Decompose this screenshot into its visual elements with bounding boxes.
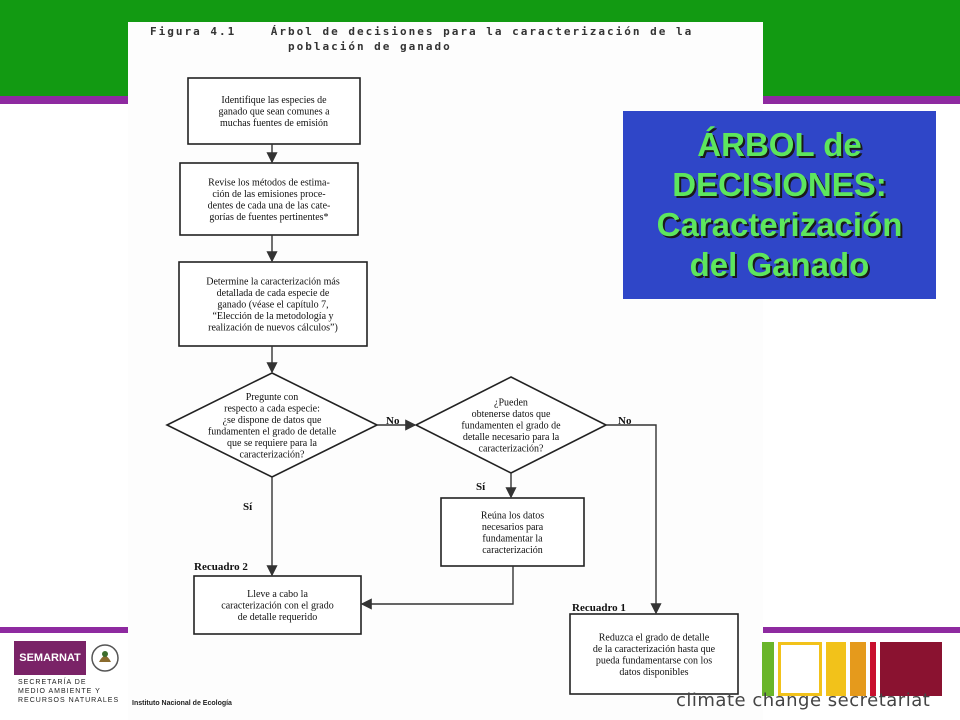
process-box-1-text-line: Identifique las especies de [221, 95, 327, 106]
ccs-logo-blocks [762, 642, 942, 698]
ccs-block-green [762, 642, 774, 696]
process-box-2-text-line: Revise los métodos de estima- [208, 177, 330, 188]
process-box-4-text-line: fundamentar la [482, 533, 543, 544]
decision-diamond-1-text-line: respecto a cada especie: [224, 403, 320, 414]
label-si-1: Sí [243, 501, 253, 513]
ccs-wordmark: climate change secretariat [676, 690, 931, 711]
process-box-6-text-line: datos disponibles [619, 667, 688, 678]
flow-arrow-8 [606, 424, 662, 615]
process-box-2-text-line: gorías de fuentes pertinentes* [209, 212, 328, 223]
label-no-1: No [386, 415, 400, 427]
process-box-2 [179, 162, 359, 236]
ccs-block-yellow-outline [778, 642, 822, 696]
slide-title: ÁRBOL de DECISIONES: Caracterización del… [657, 125, 903, 285]
decision-diamond-2-text-line: caracterización? [479, 444, 545, 455]
figure-caption: Figura 4.1 Árbol de decisiones para la c… [150, 25, 694, 53]
process-box-6-text-line: Reduzca el grado de detalle [599, 632, 710, 643]
decision-diamond-1-text-line: que se requiere para la [227, 438, 318, 449]
process-box-5-text-line: de detalle requerido [238, 612, 317, 623]
flow-arrow-7 [360, 566, 514, 610]
label-recuadro-1: Recuadro 1 [572, 602, 626, 614]
decision-diamond-2-text-line: obtenerse datos que [472, 409, 551, 420]
label-si-2: Sí [476, 481, 486, 493]
decision-diamond-1-text-line: caracterización? [240, 449, 306, 460]
decision-diamond-2-text-line: detalle necesario para la [463, 432, 560, 443]
process-box-6 [569, 613, 739, 695]
process-box-1-text-line: ganado que sean comunes a [218, 107, 330, 118]
process-box-1-text-line: muchas fuentes de emisión [220, 118, 328, 129]
process-box-2-text-line: ción de las emisiones proce- [212, 189, 325, 200]
left-margin [0, 104, 130, 627]
decision-diamond-2-text-line: ¿Pueden [494, 398, 528, 409]
decision-diamond-1-text-line: fundamenten el grado de detalle [208, 426, 337, 437]
process-box-3-text-line: realización de nuevos cálculos”) [208, 323, 338, 334]
process-box-2-text-line: dentes de cada una de las cate- [208, 200, 331, 211]
process-box-4 [440, 497, 585, 567]
label-recuadro-2: Recuadro 2 [194, 561, 248, 573]
flowchart-shapes [165, 77, 739, 695]
process-box-3-text-line: “Elección de la metodología y [212, 311, 333, 322]
ine-label: Instituto Nacional de Ecología [132, 700, 232, 707]
decision-diamond-2-text-line: fundamenten el grado de [461, 421, 561, 432]
process-box-4-text-line: caracterización [482, 545, 543, 556]
title-line-4: del Ganado [689, 246, 870, 283]
title-line-3: Caracterización [656, 206, 903, 243]
process-box-3 [178, 261, 368, 347]
decision-diamond-1-text-line: Pregunte con [246, 392, 299, 403]
process-box-3-text-line: detallada de cada especie de [217, 288, 330, 299]
decision-diamond-1-text-line: ¿se dispone de datos que [223, 415, 322, 426]
process-box-3-text-line: ganado (véase el capítulo 7, [217, 300, 328, 311]
semarnat-subtitle: SECRETARÍA DE MEDIO AMBIENTE Y RECURSOS … [18, 679, 120, 704]
semarnat-logo: SEMARNAT [14, 641, 86, 675]
process-box-6-text-line: de la caracterización hasta que [593, 644, 716, 655]
mexico-seal-icon [91, 644, 119, 672]
ccs-block-orange [850, 642, 866, 696]
label-no-2: No [618, 415, 632, 427]
flowchart-arrows [266, 144, 662, 615]
ccs-block-red [870, 642, 876, 696]
title-line-1: ÁRBOL de [697, 126, 862, 163]
process-box-4-text-line: Reúna los datos [481, 510, 544, 521]
ccs-block-maroon [880, 642, 942, 696]
title-line-2: DECISIONES: [672, 166, 887, 203]
process-box-6-text-line: pueda fundamentarse con los [596, 655, 712, 666]
process-box-5-text-line: caracterización con el grado [221, 601, 333, 612]
process-box-4-text-line: necesarios para [482, 522, 544, 533]
process-box-5-text-line: Lleve a cabo la [247, 589, 308, 600]
process-box-3-text-line: Determine la caracterización más [206, 277, 340, 288]
flowchart-labels: No No Sí Sí Recuadro 2 Recuadro 1 [194, 415, 632, 614]
ccs-block-yellow [826, 642, 846, 696]
process-box-1 [187, 77, 361, 145]
title-panel: ÁRBOL de DECISIONES: Caracterización del… [623, 111, 936, 299]
